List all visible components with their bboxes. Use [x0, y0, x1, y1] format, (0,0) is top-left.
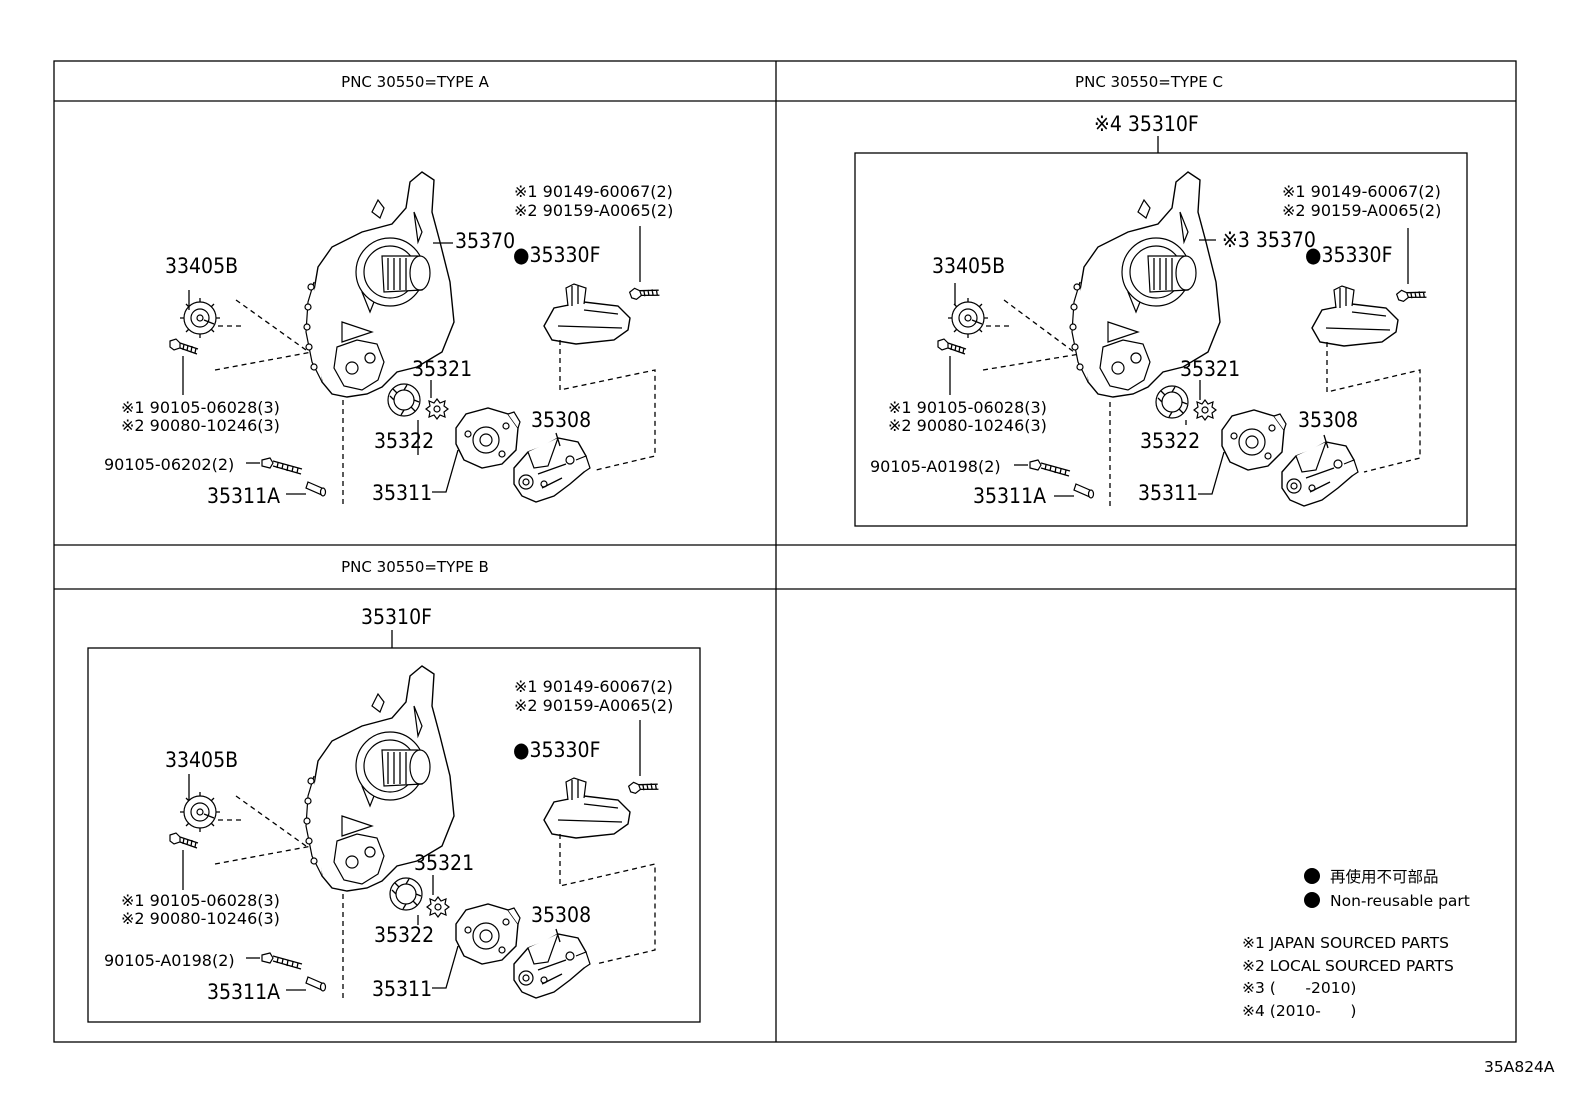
bolt-90105-drawing — [937, 338, 967, 355]
rotor-35322-drawing — [1155, 385, 1189, 419]
rotor-35322-drawing — [387, 383, 421, 417]
label-assembly-35310f: ※4 35310F — [1094, 112, 1199, 136]
table-frame — [53, 60, 1517, 1043]
label-stud: 90105-06202(2) — [104, 455, 234, 474]
label-bolt-90149: ※1 90149-60067(2) — [514, 677, 673, 696]
panel-type-a: 35370 ●35330F 33405B ※1 90149-60067(2) ※… — [104, 171, 673, 508]
label-bolt-90159: ※2 90159-A0065(2) — [1282, 201, 1441, 220]
rotor-35321-drawing — [426, 896, 450, 918]
label-screw-90080: ※2 90080-10246(3) — [888, 416, 1047, 435]
label-35322: 35322 — [374, 923, 434, 947]
sprocket-33405b-drawing — [947, 297, 989, 339]
bolt-90149-drawing — [1395, 282, 1429, 308]
label-bolt-90149: ※1 90149-60067(2) — [514, 182, 673, 201]
sprocket-33405b-drawing — [179, 297, 221, 339]
label-screw-90080: ※2 90080-10246(3) — [121, 416, 280, 435]
label-35321: 35321 — [412, 357, 472, 381]
rotor-35322-drawing — [389, 877, 423, 911]
strainer-35330f-drawing — [1311, 285, 1399, 347]
label-35308: 35308 — [531, 408, 591, 432]
panel-type-c: ※4 35310F ※3 35370 ●35330F 33405B ※1 901… — [854, 112, 1468, 527]
label-35322: 35322 — [1140, 429, 1200, 453]
label-screw-90105: ※1 90105-06028(3) — [121, 398, 280, 417]
label-bolt-90159: ※2 90159-A0065(2) — [514, 201, 673, 220]
label-screw-90080: ※2 90080-10246(3) — [121, 909, 280, 928]
label-screw-90105: ※1 90105-06028(3) — [121, 891, 280, 910]
rotor-35321-drawing — [1193, 399, 1217, 421]
legend: 再使用不可部品 Non-reusable part ※1 JAPAN SOURC… — [1242, 868, 1470, 1020]
label-35311a: 35311A — [207, 484, 280, 508]
label-35311a: 35311A — [973, 484, 1046, 508]
legend-note-2: ※2 LOCAL SOURCED PARTS — [1242, 957, 1454, 975]
assembly-box-35310f — [87, 647, 701, 1023]
header-type-b: PNC 30550=TYPE B — [341, 558, 489, 576]
stud-90105-drawing — [261, 457, 303, 475]
valve-body-35308-drawing — [513, 437, 591, 503]
bolt-90105-drawing — [169, 832, 199, 849]
label-35321: 35321 — [414, 851, 474, 875]
label-assembly-35310f: 35310F — [361, 605, 432, 629]
label-35311: 35311 — [372, 977, 432, 1001]
legend-nonreusable-en: Non-reusable part — [1330, 892, 1470, 910]
label-33405b: 33405B — [165, 748, 238, 772]
pin-35311a-drawing — [305, 976, 327, 992]
label-35330f: ●35330F — [513, 243, 600, 267]
label-35308: 35308 — [531, 903, 591, 927]
label-35321: 35321 — [1180, 357, 1240, 381]
panel-type-b: 35310F ●35330F 33405B ※1 90149-60067(2) … — [87, 605, 701, 1023]
legend-nonreusable-jp: 再使用不可部品 — [1330, 868, 1439, 886]
pump-body-35311-drawing — [455, 407, 521, 469]
label-35330f: ●35330F — [513, 738, 600, 762]
pump-body-35311-drawing — [1221, 409, 1287, 471]
valve-body-35308-drawing — [513, 933, 591, 999]
pin-35311a-drawing — [1073, 483, 1095, 499]
label-33405b: 33405B — [932, 254, 1005, 278]
bolt-90105-drawing — [169, 338, 199, 355]
strainer-35330f-drawing — [543, 777, 631, 839]
label-35330f: ●35330F — [1305, 243, 1392, 267]
label-35370: ※3 35370 — [1222, 228, 1316, 252]
stud-90105-drawing — [261, 952, 303, 970]
rotor-35321-drawing — [425, 398, 449, 420]
label-screw-90105: ※1 90105-06028(3) — [888, 398, 1047, 417]
label-35370: 35370 — [455, 229, 515, 253]
legend-note-1: ※1 JAPAN SOURCED PARTS — [1242, 934, 1449, 952]
nonreusable-dot-icon — [1304, 892, 1320, 908]
diagram-code: 35A824A — [1484, 1058, 1555, 1076]
stud-90105-drawing — [1029, 459, 1071, 477]
label-bolt-90159: ※2 90159-A0065(2) — [514, 696, 673, 715]
label-35308: 35308 — [1298, 408, 1358, 432]
valve-body-35308-drawing — [1281, 441, 1359, 507]
label-bolt-90149: ※1 90149-60067(2) — [1282, 182, 1441, 201]
bolt-90149-drawing — [628, 280, 662, 306]
label-35322: 35322 — [374, 429, 434, 453]
pump-body-35311-drawing — [455, 903, 521, 965]
header-type-c: PNC 30550=TYPE C — [1075, 73, 1223, 91]
bolt-90149-drawing — [627, 774, 661, 800]
label-35311a: 35311A — [207, 980, 280, 1004]
label-35311: 35311 — [1138, 481, 1198, 505]
strainer-35330f-drawing — [543, 283, 631, 345]
label-33405b: 33405B — [165, 254, 238, 278]
nonreusable-dot-icon — [1304, 868, 1320, 884]
legend-note-3: ※3 ( -2010) — [1242, 979, 1356, 997]
label-stud: 90105-A0198(2) — [870, 457, 1001, 476]
pin-35311a-drawing — [305, 481, 327, 497]
label-stud: 90105-A0198(2) — [104, 951, 235, 970]
legend-note-4: ※4 (2010- ) — [1242, 1002, 1356, 1020]
sprocket-33405b-drawing — [179, 791, 221, 833]
label-35311: 35311 — [372, 481, 432, 505]
assembly-box-35310f — [854, 152, 1468, 527]
header-type-a: PNC 30550=TYPE A — [341, 73, 489, 91]
